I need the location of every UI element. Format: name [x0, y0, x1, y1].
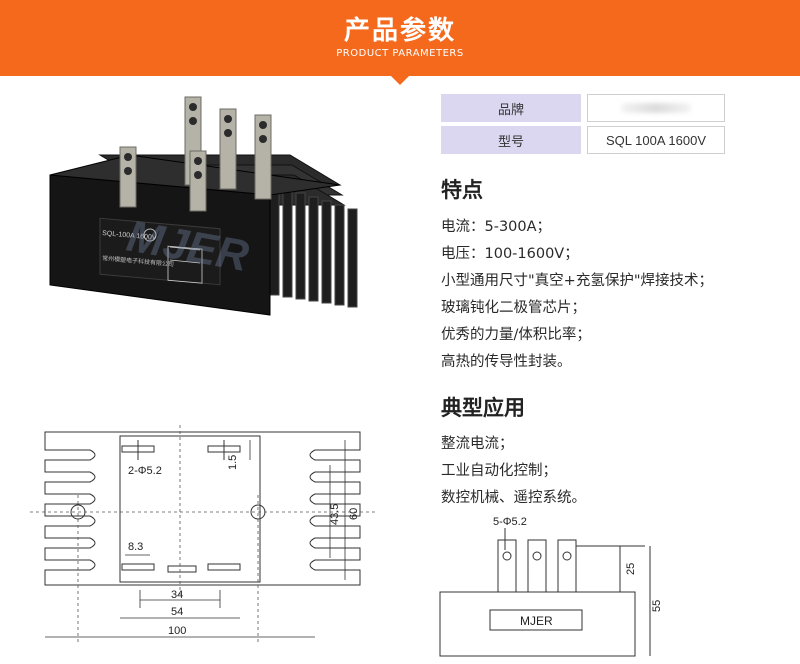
dim-100: 100	[168, 625, 186, 637]
feature-line: 优秀的力量/体积比率；	[441, 327, 591, 343]
feature-line: 高热的传导性封装。	[441, 354, 572, 370]
feature-line: 电流：5-300A；	[441, 219, 552, 235]
application-line: 整流电流；	[441, 436, 514, 452]
dim-25: 25	[625, 563, 637, 575]
part-label: SQL-100A 1600V	[102, 230, 157, 242]
dim-43-5: 43.5	[329, 504, 341, 525]
feature-line: 玻璃钝化二极管芯片；	[441, 300, 586, 316]
dim-54: 54	[171, 606, 183, 618]
dim-34: 34	[171, 589, 183, 601]
model-value: SQL 100A 1600V	[587, 126, 725, 154]
param-row-brand: 品牌	[441, 94, 725, 122]
feature-line: 电压：100-1600V；	[441, 246, 579, 262]
param-table: 品牌 型号 SQL 100A 1600V	[441, 94, 725, 158]
side-brand: MJER	[520, 614, 553, 628]
application-line: 工业自动化控制；	[441, 463, 557, 479]
dim-1-5: 1.5	[227, 455, 239, 470]
banner-notch	[391, 76, 409, 85]
dim-60: 60	[348, 508, 360, 520]
top-hole-label: 2-Φ5.2	[128, 465, 162, 477]
product-photo: SQL-100A 1600V 常州模塑电子科技有限公司 MJER	[49, 96, 358, 316]
header-banner: 产品参数 PRODUCT PARAMETERS	[0, 0, 800, 76]
application-line: 数控机械、遥控系统。	[441, 490, 586, 506]
brand-value	[587, 94, 725, 122]
feature-line: 小型通用尺寸"真空+充氢保护"焊接技术；	[441, 273, 713, 289]
features-title: 特点	[441, 178, 483, 202]
side-hole-label: 5-Φ5.2	[493, 516, 527, 528]
banner-subtitle: PRODUCT PARAMETERS	[336, 48, 464, 59]
applications-title: 典型应用	[441, 396, 525, 420]
blurred-brand	[621, 103, 691, 113]
banner-title: 产品参数	[343, 16, 456, 46]
param-row-model: 型号 SQL 100A 1600V	[441, 126, 725, 154]
dim-8-3: 8.3	[128, 541, 143, 553]
brand-label: 品牌	[441, 94, 581, 122]
dim-55: 55	[651, 600, 663, 612]
model-label: 型号	[441, 126, 581, 154]
